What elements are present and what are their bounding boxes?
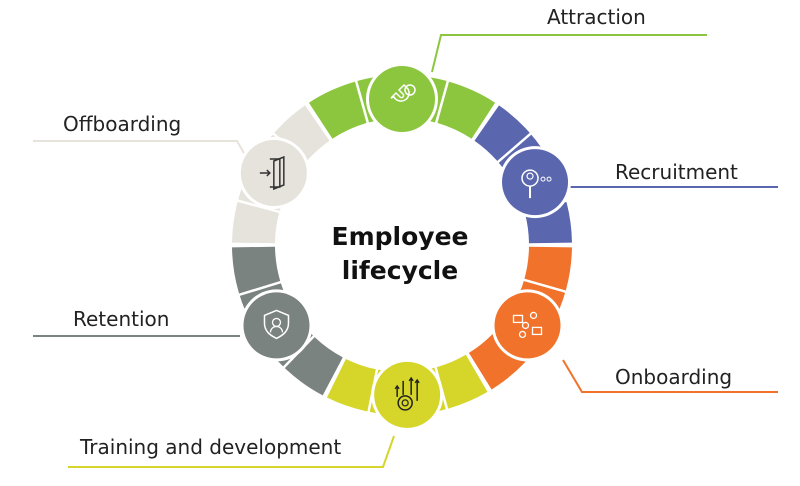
magnet-icon — [390, 83, 416, 102]
gear-growth-arrows-icon — [394, 376, 420, 411]
ring-divider — [235, 198, 282, 214]
team-collaboration-icon — [512, 311, 543, 339]
ring-divider — [354, 79, 370, 125]
stage-node-offboarding — [237, 137, 310, 209]
stage-node-training — [371, 358, 444, 431]
offboarding-leader-line — [33, 140, 249, 161]
center-title-line1: Employee — [332, 222, 469, 251]
stage-label-retention: Retention — [73, 307, 169, 331]
attraction-leader-line — [431, 34, 707, 73]
stage-node-retention — [240, 289, 313, 362]
stage-node-onboarding — [491, 289, 564, 362]
exit-door-icon — [259, 155, 285, 191]
ring-divider — [237, 280, 283, 297]
ring-divider — [495, 131, 533, 165]
center-title-line2: lifecycle — [342, 256, 458, 285]
ring-divider — [521, 278, 568, 294]
stage-label-training: Training and development — [79, 435, 341, 459]
stage-node-recruitment — [499, 146, 572, 219]
stage-label-recruitment: Recruitment — [615, 160, 738, 184]
shield-person-icon — [263, 309, 290, 340]
stage-label-attraction: Attraction — [547, 5, 646, 29]
magnifier-people-icon — [521, 169, 552, 199]
onboarding-leader-line — [562, 359, 778, 393]
training-leader-line — [68, 435, 395, 468]
ring-divider — [434, 79, 450, 125]
stage-nodes — [237, 63, 572, 431]
stage-label-onboarding: Onboarding — [615, 365, 732, 389]
stage-label-offboarding: Offboarding — [63, 112, 181, 136]
stage-node-attraction — [366, 63, 438, 135]
